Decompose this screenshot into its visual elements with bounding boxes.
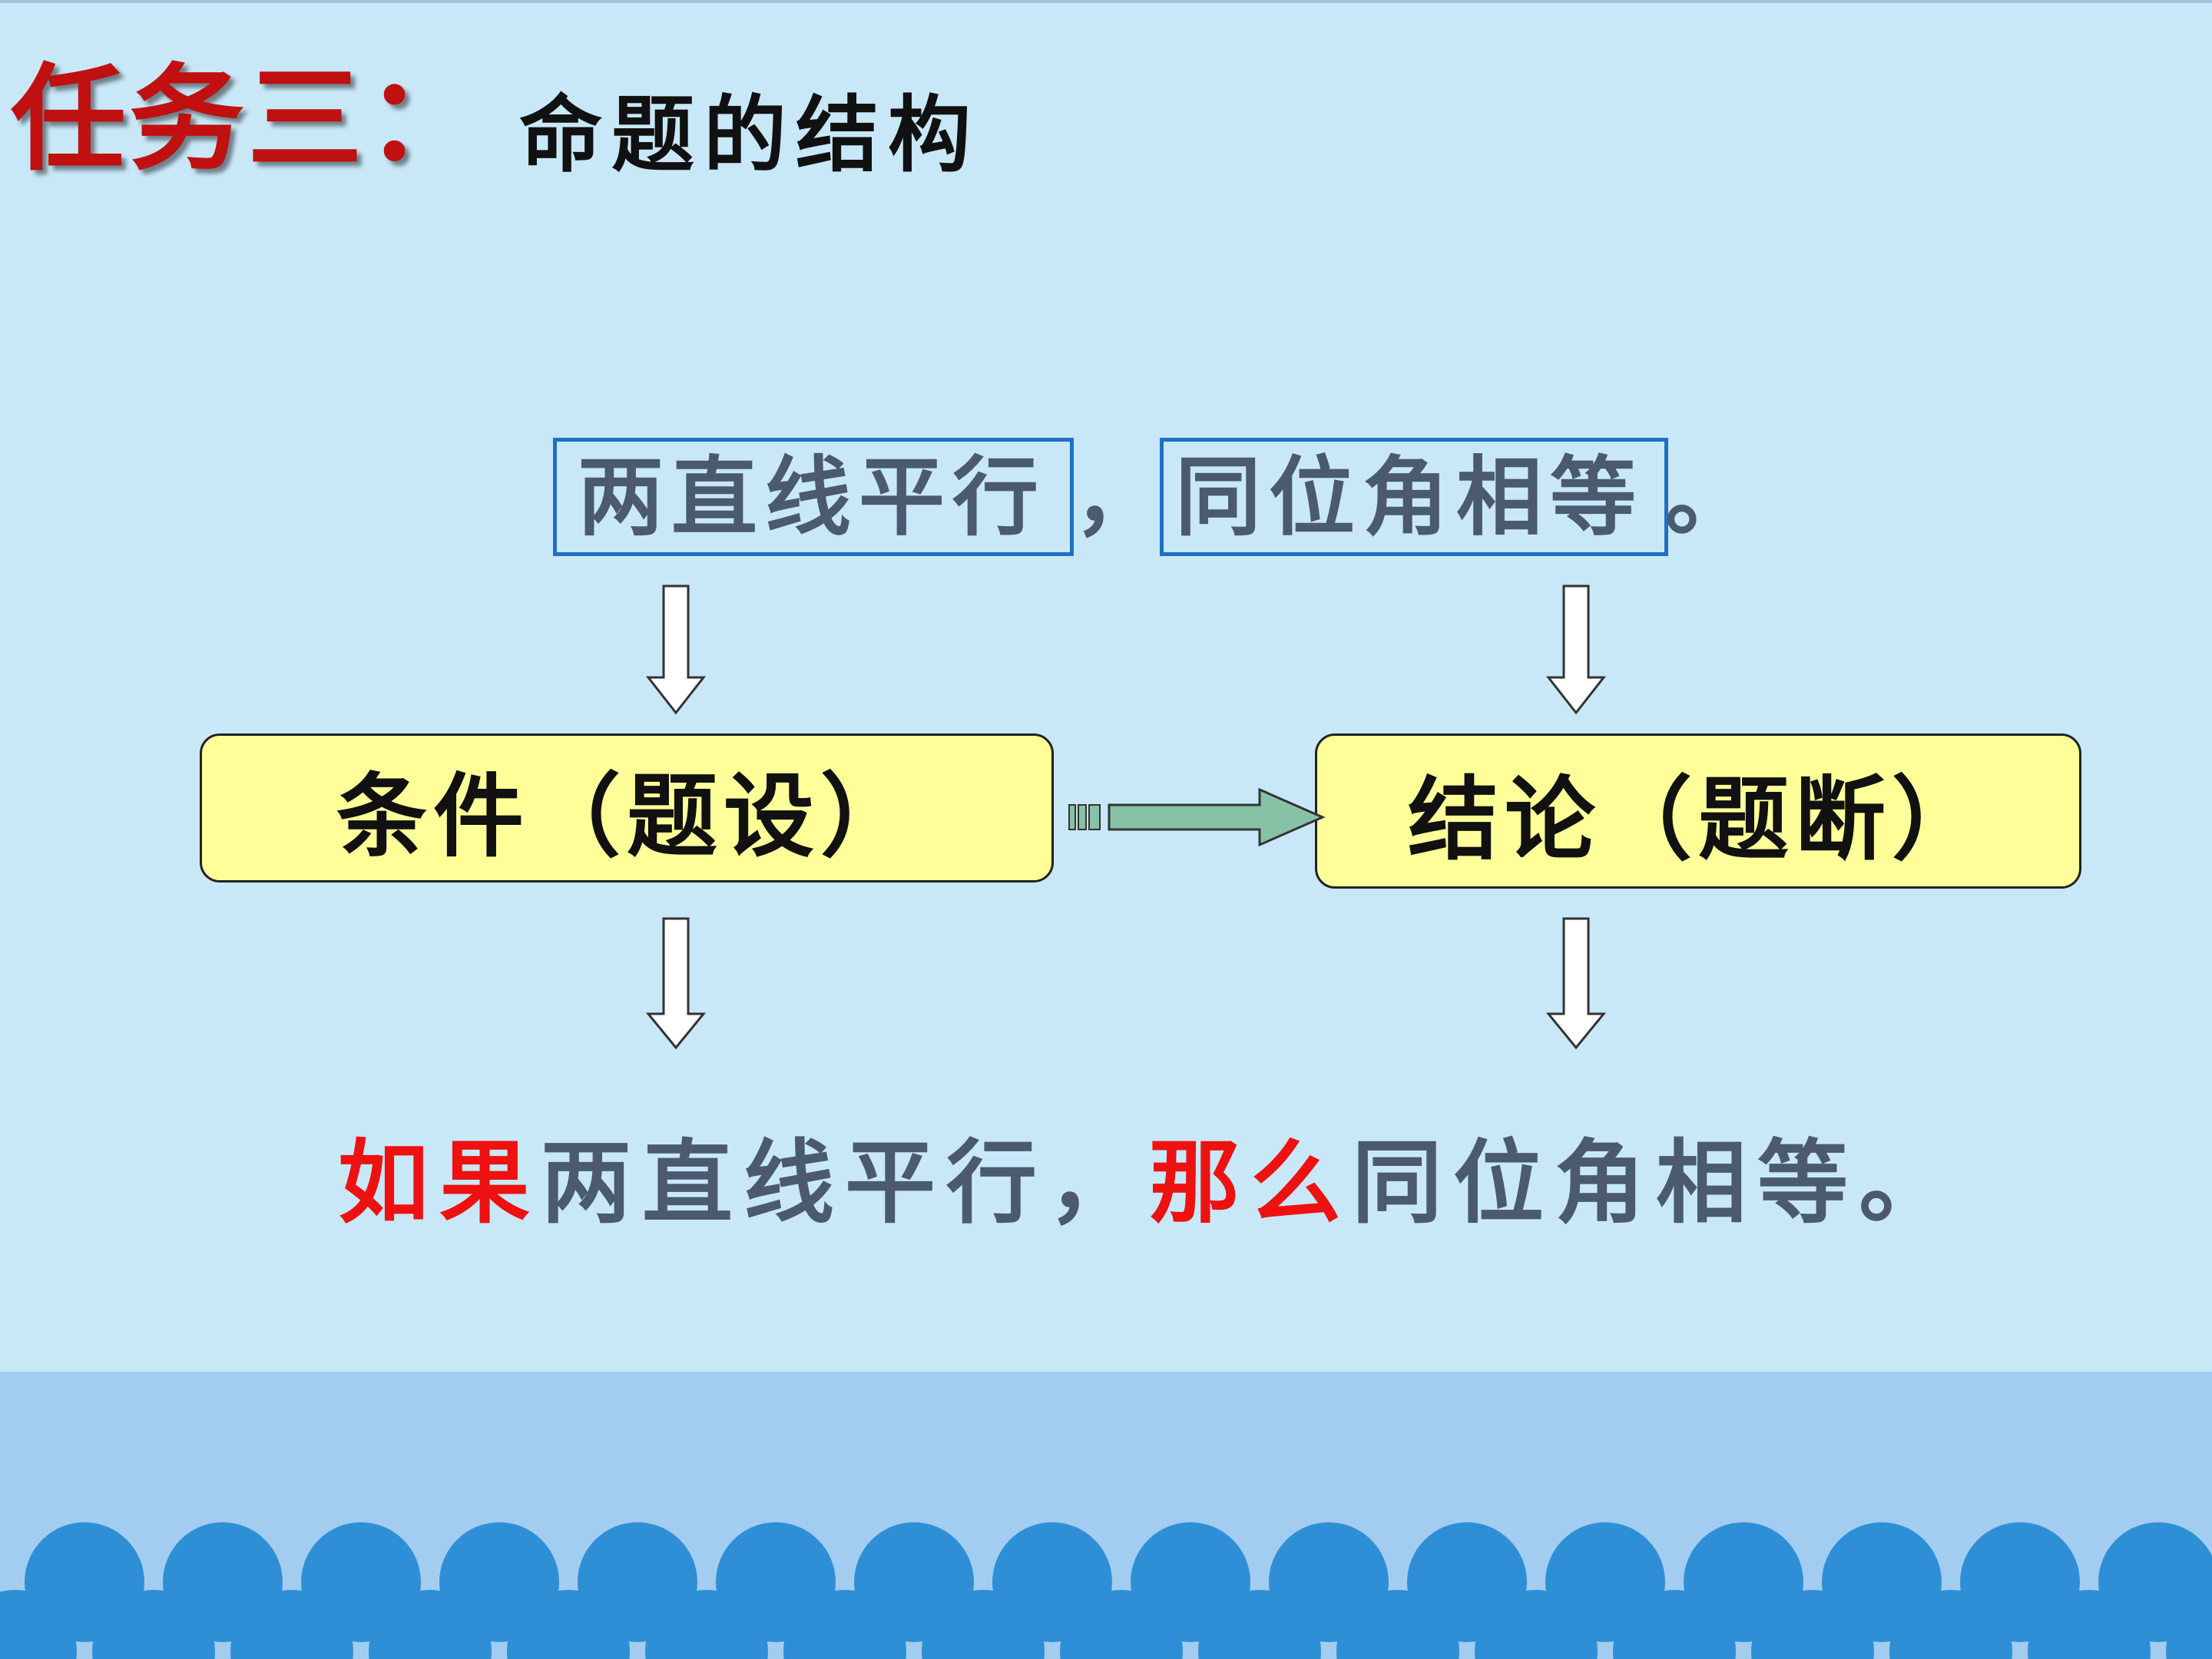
if-then-sentence: 如果两直线平行，那么同位角相等。 — [338, 1129, 1960, 1237]
condition-frame — [553, 438, 1074, 556]
condition-box: 条件（题设） — [200, 733, 1054, 882]
task-subtitle: 命题的结构 — [519, 87, 981, 184]
sentence-conclusion: 同位角相等。 — [1352, 1129, 1961, 1236]
proposition-condition: 两直线平行 — [578, 447, 1046, 548]
keyword-then: 那么 — [1149, 1129, 1353, 1236]
down-arrow-right-upper — [1545, 584, 1607, 715]
sentence-condition: 两直线平行， — [541, 1129, 1150, 1236]
wave-decoration — [0, 1522, 2212, 1659]
down-arrow-left-upper — [645, 584, 707, 715]
right-arrow-green — [1068, 787, 1326, 847]
proposition-comma: ， — [1074, 447, 1167, 548]
conclusion-box: 结论（题断） — [1315, 733, 2081, 889]
proposition-conclusion: 同位角相等 — [1175, 447, 1644, 548]
condition-box-label: 条件（题设） — [336, 762, 917, 869]
down-arrow-left-lower — [645, 917, 707, 1050]
conclusion-box-label: 结论（题断） — [1407, 765, 1988, 873]
down-arrow-right-lower — [1545, 917, 1607, 1050]
keyword-if: 如果 — [338, 1129, 541, 1236]
task-title: 任务三： — [11, 51, 485, 187]
proposition-period: 。 — [1665, 447, 1759, 548]
top-border — [0, 0, 2212, 3]
conclusion-frame — [1160, 438, 1668, 556]
